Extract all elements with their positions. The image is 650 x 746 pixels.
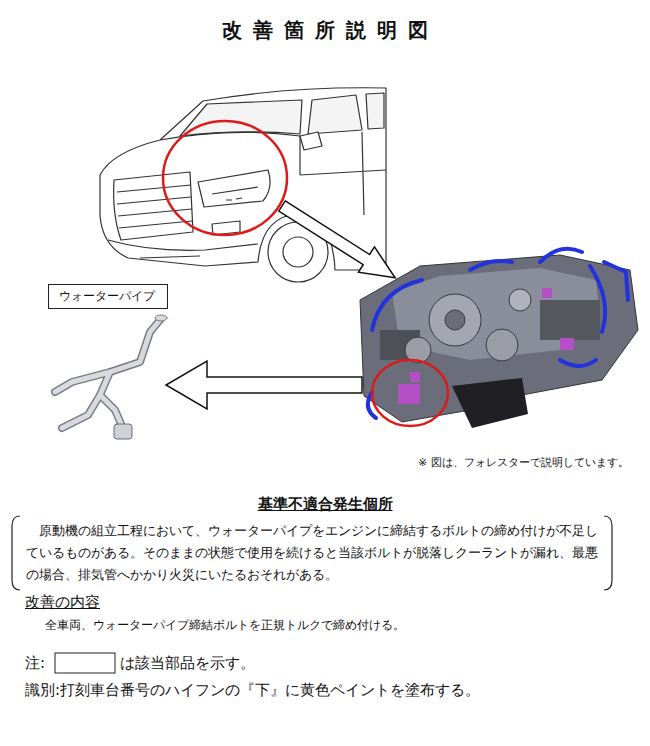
car-bumper <box>108 240 258 258</box>
section-heading: 改善の内容 <box>25 592 100 613</box>
note-text: は該当部品を示す。 <box>120 653 255 674</box>
pipe-flange <box>155 315 167 321</box>
description-text: 原動機の組立工程において、ウォーターパイプをエンジンに締結するボルトの締め付けが… <box>26 520 600 586</box>
car-rear-window <box>366 93 384 129</box>
engine-part-magenta <box>410 372 420 382</box>
car-headlight <box>198 170 270 207</box>
water-pipe-drawing <box>55 315 167 439</box>
car-drawing <box>100 88 386 282</box>
engine-drawing <box>360 249 638 428</box>
brackets <box>12 516 612 590</box>
engine-pulley <box>429 294 481 346</box>
car-headlight-detail <box>212 187 258 200</box>
hose <box>604 262 628 300</box>
section-heading: 基準不適合発生個所 <box>0 494 650 515</box>
note-empty-box <box>55 653 115 673</box>
hose <box>560 360 596 366</box>
footnote: ※ 図は、フォレスターで説明しています。 <box>418 455 629 470</box>
car-door-line <box>300 132 386 215</box>
car-grille-bars <box>117 185 192 228</box>
bracket <box>12 516 20 590</box>
oil-pan <box>452 378 528 428</box>
pipe-canister <box>114 424 132 439</box>
remedy-text: 全車両、ウォーターパイプ締結ボルトを正規トルクで締め付ける。 <box>45 617 405 634</box>
engine-part-magenta <box>542 288 552 298</box>
hose <box>590 266 605 332</box>
note-text: 注: <box>25 653 45 674</box>
engine-part <box>540 300 600 340</box>
highlight-circle <box>163 121 287 235</box>
page-title: 改善箇所説明図 <box>0 16 650 44</box>
outline-arrow <box>274 193 403 290</box>
part-name: ウォーターパイプ <box>59 288 157 305</box>
engine-pulley <box>486 329 518 361</box>
car-mirror <box>300 132 322 150</box>
car-side-window <box>308 95 362 134</box>
car-grille <box>114 172 193 240</box>
highlight-circle <box>372 360 448 426</box>
engine-pulley <box>509 289 531 311</box>
identification-text: 識別:打刻車台番号のハイフンの『下』に黄色ペイントを塗布する。 <box>25 680 480 701</box>
pipe-outline <box>55 320 160 428</box>
engine-part-magenta <box>560 338 574 350</box>
hose <box>540 249 582 262</box>
car-fog-light <box>212 221 240 235</box>
hose <box>372 280 422 330</box>
engine-part-magenta <box>398 384 420 404</box>
car-windshield <box>180 100 302 136</box>
engine-pulley <box>445 310 465 330</box>
car-hub <box>283 237 313 267</box>
part-name-box: ウォーターパイプ <box>48 284 168 309</box>
bracket <box>604 516 612 590</box>
outline-arrow <box>166 361 362 409</box>
pipe-body <box>55 320 160 428</box>
engine-hoses <box>368 249 628 418</box>
hose <box>470 261 512 270</box>
